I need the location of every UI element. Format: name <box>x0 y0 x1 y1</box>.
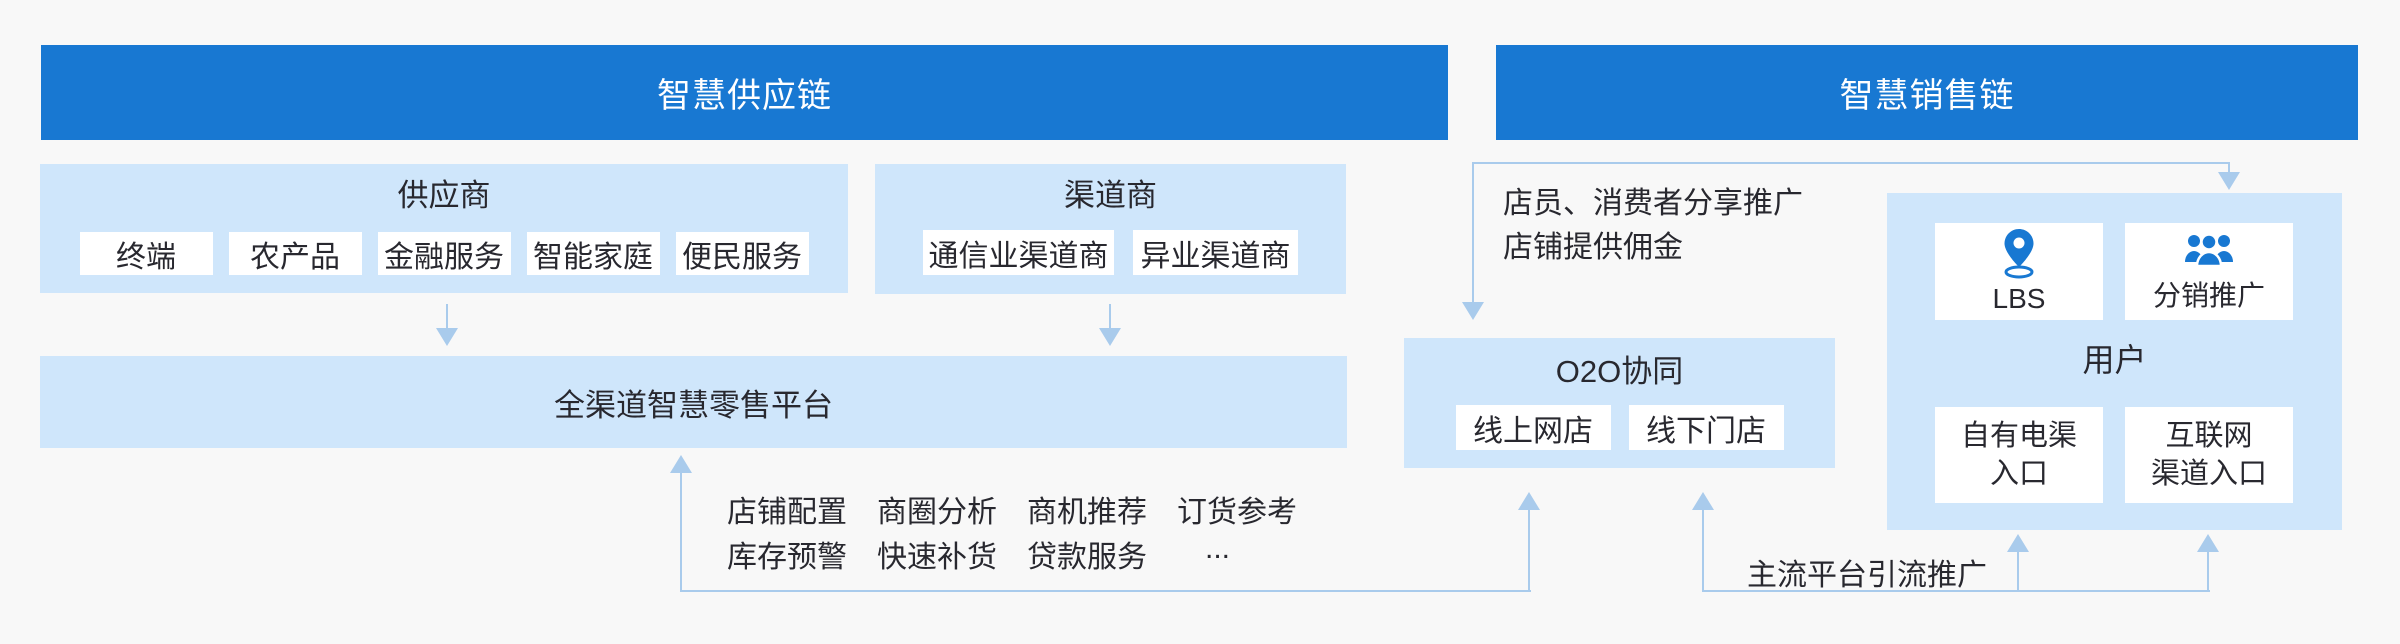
channel-item: 通信业渠道商 <box>923 230 1114 275</box>
supplier-item: 终端 <box>79 232 213 275</box>
supplier-item: 智能家庭 <box>526 232 660 275</box>
down-arrow-icon <box>436 328 458 346</box>
supply-chain-header-label: 智慧供应链 <box>657 77 832 115</box>
platform-title: 全渠道智慧零售平台 <box>554 387 833 423</box>
feature-item: 快速补货 <box>877 541 997 574</box>
share-note: 店员、消费者分享推广 店铺提供佣金 <box>1503 182 1803 270</box>
channels-panel: 渠道商 通信业渠道商 异业渠道商 <box>875 164 1346 294</box>
people-group-icon <box>2183 230 2235 270</box>
sales-chain-header-label: 智慧销售链 <box>1839 77 2015 115</box>
users-title: 用户 <box>2082 342 2147 378</box>
feature-item: 订货参考 <box>1177 496 1297 529</box>
supply-chain-header: 智慧供应链 <box>41 45 1448 140</box>
feature-item: 店铺配置 <box>727 496 847 529</box>
share-note-line2: 店铺提供佣金 <box>1503 231 1683 264</box>
lbs-card: LBS <box>1935 223 2103 320</box>
sales-chain-header: 智慧销售链 <box>1496 45 2358 140</box>
share-note-line1: 店员、消费者分享推广 <box>1503 187 1803 220</box>
internet-channel-line2: 渠道入口 <box>2150 458 2267 490</box>
down-arrow-icon <box>1462 302 1484 320</box>
own-channel-entry-card: 自有电渠 入口 <box>1935 407 2103 503</box>
own-channel-line1: 自有电渠 <box>1960 420 2077 452</box>
lbs-location-pin-icon <box>1999 228 2039 279</box>
users-panel: LBS 分销推广 用户 自有电渠 入口 <box>1887 193 2342 530</box>
connector-line <box>1702 510 1704 592</box>
o2o-item-offline-store: 线下门店 <box>1628 405 1784 450</box>
connector-line <box>446 304 448 330</box>
internet-channel-line1: 互联网 <box>2165 420 2253 452</box>
internet-channel-entry-card: 互联网 渠道入口 <box>2125 407 2293 503</box>
channel-item: 异业渠道商 <box>1133 230 1298 275</box>
channels-items: 通信业渠道商 异业渠道商 <box>875 230 1346 275</box>
connector-line <box>2017 552 2019 592</box>
channels-title: 渠道商 <box>1064 178 1157 213</box>
up-arrow-icon <box>2197 534 2219 552</box>
platform-box: 全渠道智慧零售平台 <box>40 356 1347 448</box>
feature-item: 库存预警 <box>727 541 847 574</box>
connector-line <box>1109 304 1111 330</box>
platform-features-row1: 店铺配置 商圈分析 商机推荐 订货参考 <box>727 487 1297 531</box>
connector-line <box>1472 162 2230 164</box>
distribution-label: 分销推广 <box>2152 279 2265 311</box>
feature-item: 贷款服务 <box>1027 541 1147 574</box>
up-arrow-icon <box>2007 534 2029 552</box>
supplier-item: 便民服务 <box>675 232 809 275</box>
connector-line <box>680 472 682 592</box>
connector-line <box>2228 162 2230 174</box>
own-channel-line2: 入口 <box>1989 458 2048 490</box>
o2o-title: O2O协同 <box>1555 354 1684 389</box>
connector-line <box>2207 552 2209 592</box>
connector-line <box>680 590 1531 592</box>
suppliers-items: 终端 农产品 金融服务 智能家庭 便民服务 <box>40 232 848 275</box>
distribution-card: 分销推广 <box>2125 223 2293 320</box>
supplier-item: 农产品 <box>228 232 362 275</box>
down-arrow-icon <box>2218 172 2240 190</box>
connector-line <box>1528 510 1530 592</box>
o2o-panel: O2O协同 线上网店 线下门店 <box>1404 338 1835 468</box>
feature-item-ellipsis: ... <box>1205 532 1231 565</box>
supplier-item: 金融服务 <box>377 232 511 275</box>
lbs-label: LBS <box>1992 282 2046 314</box>
feature-item: 商机推荐 <box>1027 496 1147 529</box>
platform-features-row2: 库存预警 快速补货 贷款服务 ... <box>727 532 1230 576</box>
down-arrow-icon <box>1099 328 1121 346</box>
traffic-note: 主流平台引流推广 <box>1747 559 1987 592</box>
connector-line <box>1472 162 1474 302</box>
up-arrow-icon <box>1518 492 1540 510</box>
up-arrow-icon <box>670 455 692 473</box>
suppliers-panel: 供应商 终端 农产品 金融服务 智能家庭 便民服务 <box>40 164 848 293</box>
o2o-items: 线上网店 线下门店 <box>1404 405 1835 450</box>
connector-line <box>1702 590 2210 592</box>
suppliers-title: 供应商 <box>397 178 491 213</box>
feature-item: 商圈分析 <box>877 496 997 529</box>
o2o-item-online-store: 线上网店 <box>1455 405 1611 450</box>
up-arrow-icon <box>1692 492 1714 510</box>
